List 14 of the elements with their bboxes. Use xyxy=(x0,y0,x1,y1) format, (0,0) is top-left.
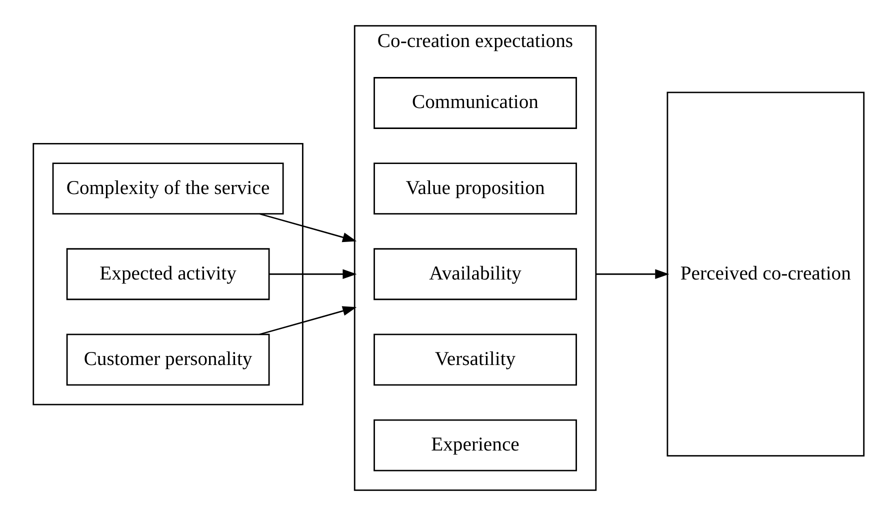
cluster xyxy=(32,142,303,405)
arrow xyxy=(595,268,669,279)
arrow xyxy=(268,268,356,279)
node-box: Availability xyxy=(373,248,576,300)
node-box: Expected activity xyxy=(66,248,270,300)
node-box: Versatility xyxy=(373,333,576,386)
node-box: Value proposition xyxy=(373,162,576,214)
node-box: Experience xyxy=(373,418,576,471)
node-box: Complexity of the service xyxy=(52,162,284,214)
node-box: Customer personality xyxy=(66,333,270,386)
arrow xyxy=(258,306,356,335)
node-box: Perceived co-creation xyxy=(666,91,864,456)
arrow xyxy=(258,212,356,242)
node-box: Communication xyxy=(373,76,576,128)
